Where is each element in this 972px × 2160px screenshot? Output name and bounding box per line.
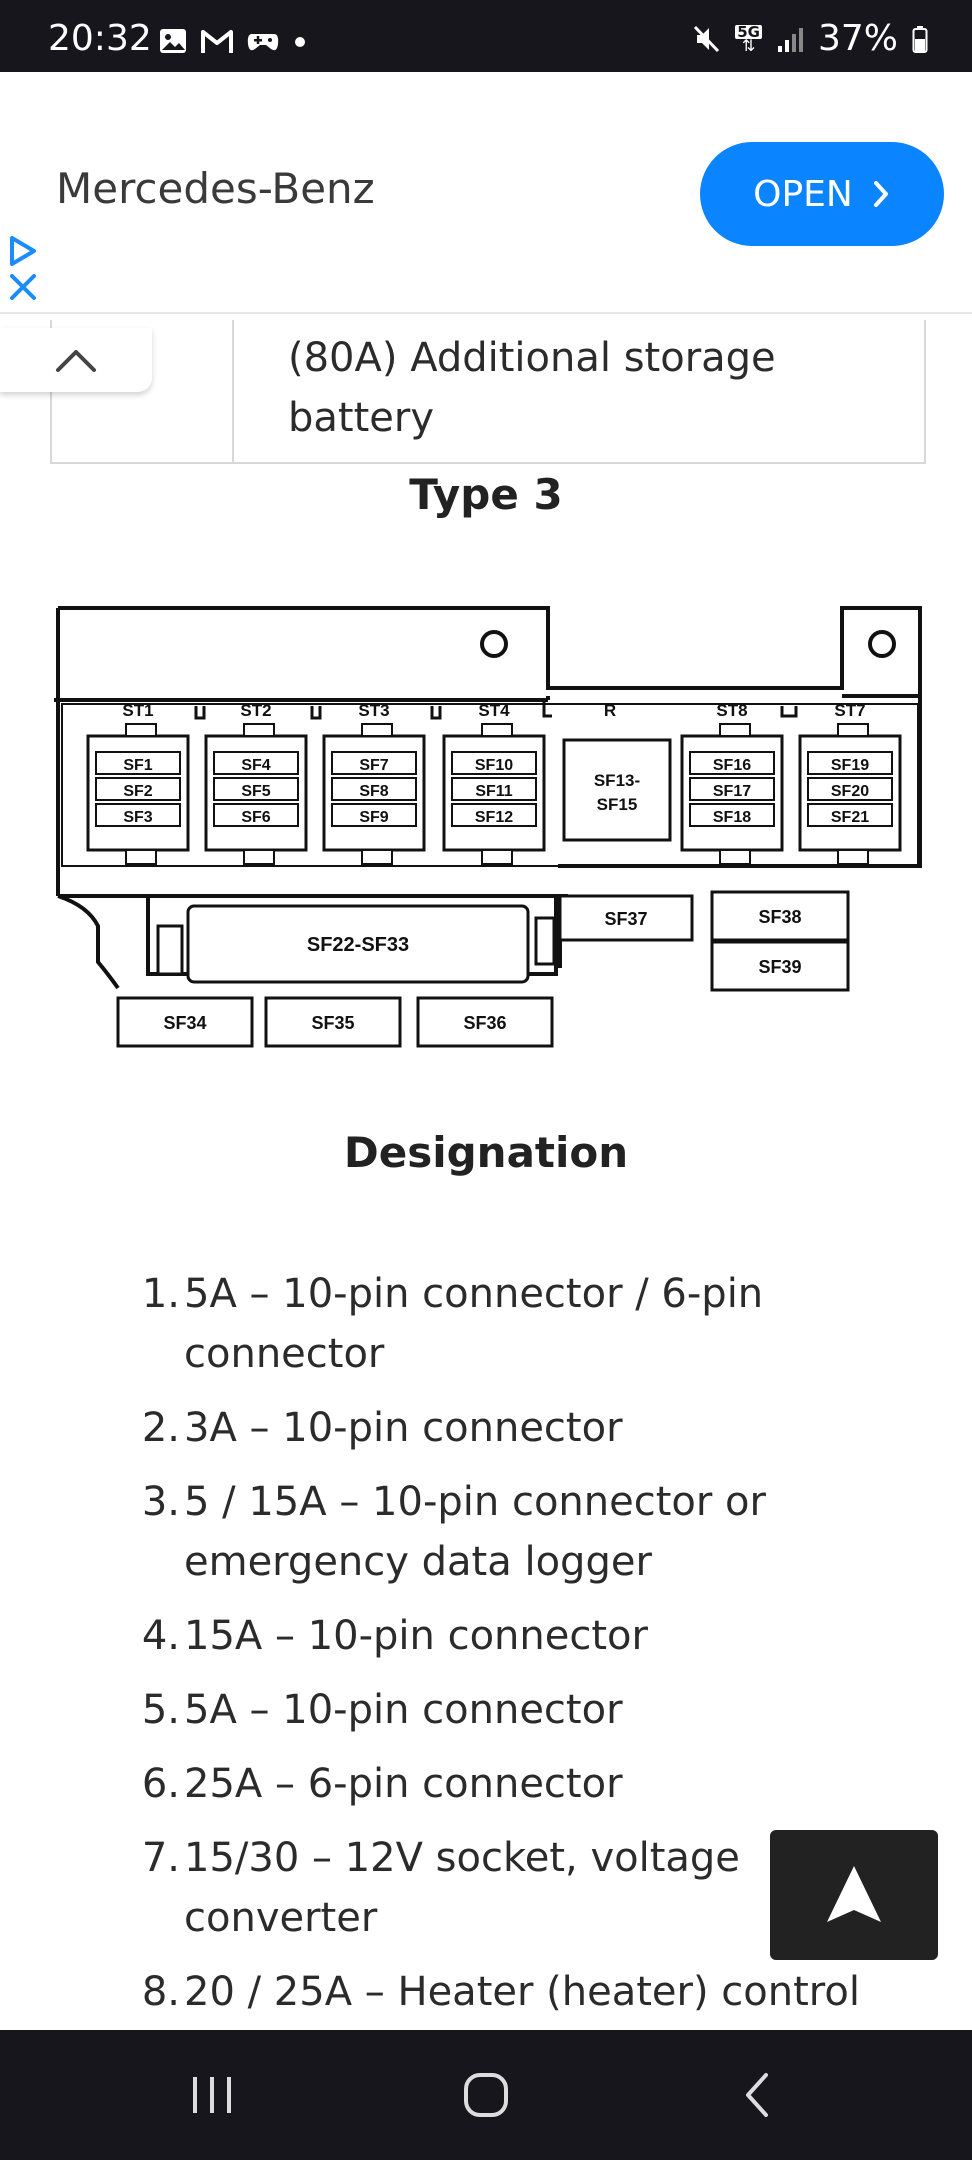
chevron-up-icon [56,350,96,372]
fuse-label: SF21 [831,809,869,826]
ad-choices-icon[interactable] [6,234,40,268]
recent-apps-button[interactable] [172,2060,252,2130]
connector-label: ST8 [716,701,747,720]
fuse-label: SF9 [359,809,388,826]
connector-label: ST7 [834,701,865,720]
block-label: SF22-SF33 [307,934,409,956]
fuse-label: SF18 [713,809,751,826]
status-right: 5G ⇅ 37% [691,18,928,59]
fuse-label: SF15 [597,795,638,814]
fuse-label: SF16 [713,757,751,774]
dot-icon [295,37,305,47]
fuse-label: SF19 [831,757,869,774]
collapse-ad-button[interactable] [0,328,152,392]
fuse-label: SF8 [359,783,388,800]
arrow-up-icon [827,1866,881,1922]
connector-label: R [604,701,616,720]
game-controller-icon [247,34,279,51]
battery-icon [912,25,928,53]
scroll-to-top-button[interactable] [770,1830,938,1960]
fuse-label: SF34 [163,1013,206,1033]
notification-icons [158,26,308,56]
fuse-label: SF37 [604,909,647,929]
fuse-label: SF35 [311,1013,354,1033]
gmail-icon [201,30,233,53]
fuse-label: SF36 [463,1013,506,1033]
chevron-right-icon [873,181,888,207]
fuse-label: SF38 [758,907,801,927]
ad-open-button[interactable]: OPEN [700,142,944,246]
fuse-label: SF5 [241,783,270,800]
connector-label: ST2 [240,701,271,720]
section-title: Type 3 [409,470,563,519]
ad-open-label: OPEN [753,173,853,215]
fuse-box-diagram: ST1 ST2 ST3 ST4 R ST8 ST7 SF1 SF2 SF3 SF… [54,606,922,1048]
fuse-label: SF3 [123,809,152,826]
fuse-label: SF2 [123,783,152,800]
fuse-label: SF13- [594,771,640,790]
fuse-label: SF10 [475,757,513,774]
fuse-label: SF7 [359,757,388,774]
connector-label: ST4 [478,701,510,720]
fuse-label: SF12 [475,809,513,826]
recent-apps-icon [193,2077,231,2113]
system-nav-bar [0,2030,972,2160]
image-icon [160,29,186,53]
fuse-label: SF4 [241,757,270,774]
home-icon [464,2073,508,2117]
table-row-description: (80A) Additional storage battery [288,335,776,441]
connector-label: ST1 [122,701,153,720]
home-button[interactable] [446,2060,526,2130]
fuse-label: SF20 [831,783,869,800]
ad-banner[interactable]: Mercedes-Benz OPEN [0,72,972,314]
5g-signal-icon: 5G ⇅ [735,22,762,55]
fuse-label: SF1 [123,757,152,774]
back-button[interactable] [718,2060,798,2130]
table-divider [232,320,234,462]
network-label: 5G [735,22,762,41]
fuse-label: SF17 [713,783,751,800]
battery-percent: 37% [817,18,898,59]
ad-close-icon[interactable] [8,272,38,302]
connector-label: ST3 [358,701,389,720]
status-time: 20:32 [48,18,152,59]
designation-title: Designation [343,1128,629,1177]
back-icon [746,2073,768,2117]
status-bar: 20:32 5G ⇅ 37% [0,0,972,72]
mute-icon [694,25,720,52]
signal-bars-icon [777,27,803,52]
fuse-label: SF39 [758,957,801,977]
ad-brand-name[interactable]: Mercedes-Benz [56,164,375,213]
fuse-label: SF11 [475,783,512,800]
fuse-label: SF6 [241,809,270,826]
fuse-table [50,320,926,464]
